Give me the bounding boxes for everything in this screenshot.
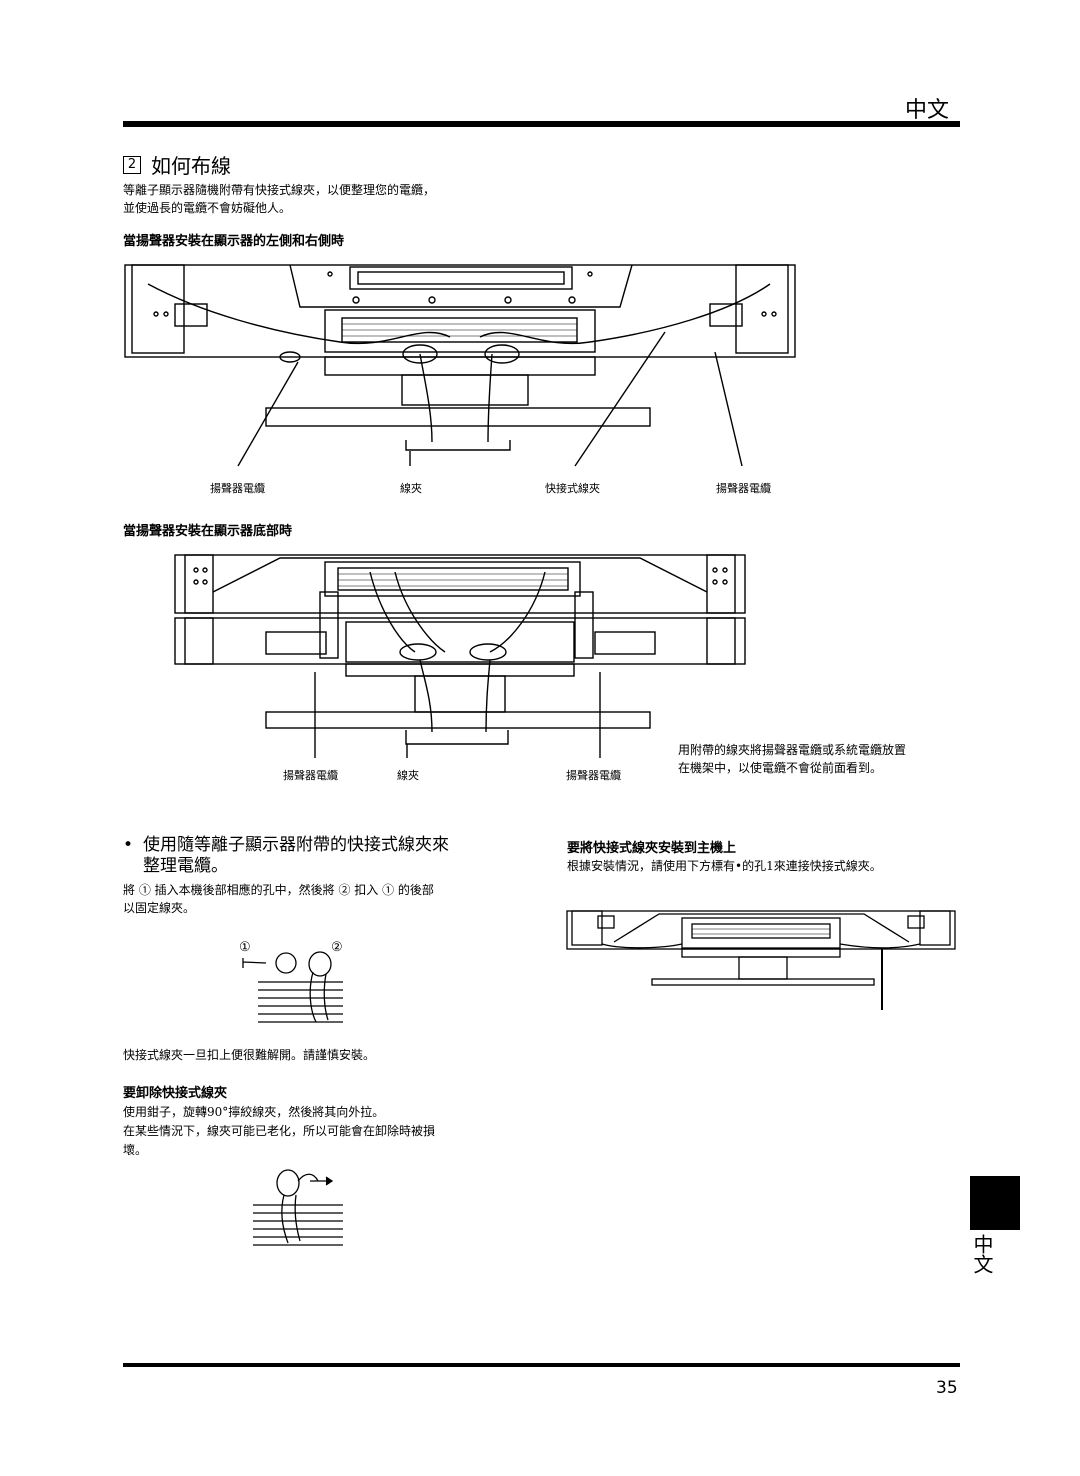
header-language: 中文 [905, 98, 950, 123]
bundling-title-line-1: 使用隨等離子顯示器附帶的快接式線夾來 [143, 835, 449, 855]
page-number: 35 [936, 1378, 958, 1398]
language-side-label: 中文 [970, 1234, 994, 1274]
bundling-title-line-2: 整理電纜。 [143, 856, 228, 876]
figure2-heading: 當揚聲器安裝在顯示器底部時 [123, 524, 293, 539]
figure1-label-clamp: 線夾 [400, 482, 422, 495]
bundling-text-line-2: 以固定線夾。 [123, 901, 196, 915]
header-rule [123, 121, 960, 127]
attach-heading: 要將快接式線夾安裝到主機上 [567, 841, 737, 856]
removal-text-line-2: 在某些情況下，線夾可能已老化，所以可能會在卸除時被損 [123, 1124, 436, 1138]
bundling-text-line-1: 將 ① 插入本機後部相應的孔中，然後將 ② 扣入 ① 的後部 [123, 883, 434, 897]
section-title: 2 如何布線 [123, 150, 231, 179]
marker-1: ① [239, 940, 251, 955]
figure2-label-speaker-left: 揚聲器電纜 [283, 769, 338, 782]
figure2-label-speaker-right: 揚聲器電纜 [566, 769, 621, 782]
bullet-dot: • [123, 835, 134, 855]
figure1-label-speaker-left: 揚聲器電纜 [210, 482, 265, 495]
attach-diagram [566, 910, 956, 1010]
footer-rule [123, 1363, 960, 1367]
removal-heading: 要卸除快接式線夾 [123, 1086, 228, 1101]
bundling-caution: 快接式線夾一旦扣上便很難解開。請謹慎安裝。 [123, 1048, 376, 1062]
removal-text-line-1: 使用鉗子，旋轉90°擰絞線夾，然後將其向外拉。 [123, 1105, 385, 1119]
removal-text-line-3: 壞。 [123, 1143, 148, 1157]
figure2-diagram [174, 554, 746, 758]
clamp-illustration [242, 951, 343, 1023]
marker-2: ② [331, 940, 343, 955]
figure2-label-clamp: 線夾 [397, 769, 419, 782]
section-number: 2 [123, 155, 141, 174]
section-title-text: 如何布線 [151, 154, 231, 178]
language-side-tab [970, 1176, 1020, 1230]
figure1-heading: 當揚聲器安裝在顯示器的左側和右側時 [123, 234, 345, 249]
figure1-diagram [124, 264, 796, 467]
intro-line-1: 等離子顯示器隨機附帶有快接式線夾，以便整理您的電纜， [123, 183, 436, 197]
figure1-label-quick-clamp: 快接式線夾 [545, 482, 600, 495]
figure1-label-speaker-right: 揚聲器電纜 [716, 482, 771, 495]
removal-illustration [253, 1169, 343, 1246]
figure2-note-line-1: 用附帶的線夾將揚聲器電纜或系統電纜放置 [678, 743, 907, 757]
bundling-title: • 使用隨等離子顯示器附帶的快接式線夾來 整理電纜。 [123, 835, 543, 877]
figure2-note-line-2: 在機架中，以使電纜不會從前面看到。 [678, 761, 883, 775]
attach-text: 根據安裝情況，請使用下方標有•的孔1來連接快接式線夾。 [567, 859, 882, 873]
intro-line-2: 並使過長的電纜不會妨礙他人。 [123, 201, 292, 215]
